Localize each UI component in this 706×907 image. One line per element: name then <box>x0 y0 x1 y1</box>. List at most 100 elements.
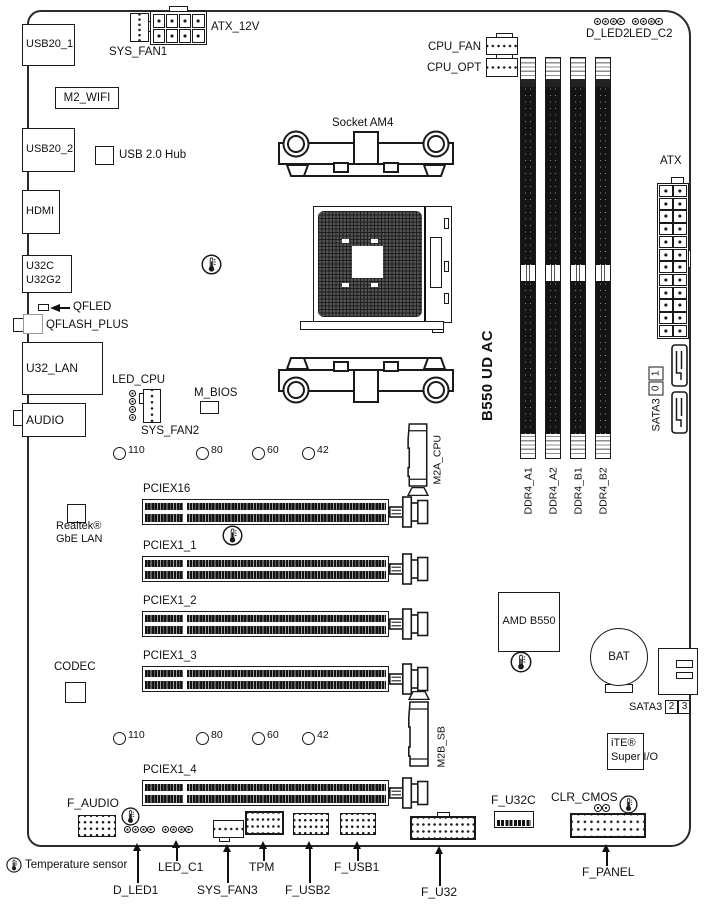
cpu-opt-label: CPU_OPT <box>427 62 482 74</box>
sata-port <box>676 660 693 668</box>
pin <box>673 248 687 261</box>
f-usb2-arrow <box>305 840 313 883</box>
pin <box>659 248 673 261</box>
m2-standoff-hole-60 <box>252 732 265 745</box>
pin-hole <box>185 826 193 834</box>
standoff-label-42: 42 <box>317 444 329 456</box>
m2b-sb-connector <box>408 701 430 767</box>
pin <box>165 28 178 43</box>
m2-standoff-hole-60 <box>252 447 265 460</box>
m2-standoff-hole-42 <box>302 732 315 745</box>
sata3-port-2-label: 2 <box>665 700 678 714</box>
led-c1-arrow <box>172 839 180 861</box>
m2-standoff-mount <box>408 691 430 700</box>
sata-port <box>671 344 688 387</box>
pin-hole <box>129 413 137 422</box>
audio-label: AUDIO <box>26 412 65 427</box>
standoff-label-80: 80 <box>211 444 223 456</box>
dimm-slot-ddr4-b1 <box>570 57 586 459</box>
f-u32c-label: F_U32C <box>491 793 536 807</box>
pin-hole <box>124 826 132 834</box>
sata3-side-label: SATA3 <box>650 398 662 432</box>
pin-hole <box>594 804 602 812</box>
socket-lever <box>430 237 442 288</box>
u32-lan-port: U32_LAN <box>22 342 103 395</box>
led-c2-label: LED_C2 <box>629 28 673 40</box>
temperature-sensor-icon <box>222 525 243 546</box>
lan-brand-label: Realtek® <box>56 520 102 532</box>
tpm-arrow <box>259 840 267 861</box>
lan-chip <box>67 504 86 523</box>
pin <box>673 223 687 236</box>
socket-lever-divider <box>424 207 426 321</box>
pin-hole <box>177 826 185 834</box>
pin-hole <box>129 405 137 414</box>
sys-fan3-arrow <box>223 843 231 883</box>
qfled-arrow-line <box>59 307 70 309</box>
pin-hole <box>147 826 155 834</box>
pin <box>659 261 673 274</box>
led-c2-header <box>632 18 663 26</box>
usb-hub-label: USB 2.0 Hub <box>119 149 187 161</box>
usb-hub-chip <box>95 146 114 165</box>
pin <box>152 28 165 43</box>
sata3-port-1-label: 1 <box>648 366 664 381</box>
m-bios-label: M_BIOS <box>194 387 238 399</box>
sys-fan1-label: SYS_FAN1 <box>109 46 168 58</box>
m2-standoff-hole-42 <box>302 447 315 460</box>
f-audio-header <box>78 815 116 837</box>
tpm-label: TPM <box>249 860 275 874</box>
board-model-label: B550 UD AC <box>478 330 496 421</box>
pin <box>673 197 687 210</box>
pin <box>673 299 687 312</box>
temperature-sensor-icon <box>121 807 140 826</box>
socket-am4-label: Socket AM4 <box>332 117 394 129</box>
atx-12v-label: ATX_12V <box>211 21 260 33</box>
pin <box>673 235 687 248</box>
f-panel-arrow <box>602 843 610 866</box>
qflash-plus-label: QFLASH_PLUS <box>46 319 129 331</box>
pciex1-1-slot <box>142 556 389 582</box>
sys-fan2-label: SYS_FAN2 <box>141 425 200 437</box>
socket-clip <box>444 293 449 304</box>
pin-hole <box>129 390 137 398</box>
atx-label: ATX <box>660 155 682 167</box>
cpu-opt-header <box>486 58 518 77</box>
hdmi-port: HDMI <box>22 190 60 234</box>
socket-mark <box>342 283 349 287</box>
battery-label: BAT <box>608 651 630 663</box>
pciex1-3-slot <box>142 666 389 692</box>
sys-fan3-label: SYS_FAN3 <box>197 883 258 897</box>
usb20-1-label: USB20_1 <box>26 38 74 51</box>
pin <box>659 286 673 299</box>
pin <box>659 312 673 325</box>
standoff-label-60: 60 <box>267 444 279 456</box>
atx-12v-connector <box>150 11 207 45</box>
pin <box>673 210 687 223</box>
dimm-label-a2: DDR4_A2 <box>547 467 559 515</box>
temperature-sensor-icon <box>6 857 22 873</box>
pin <box>673 312 687 325</box>
pin <box>152 13 165 28</box>
sata-port <box>676 672 693 679</box>
led-cpu-header <box>129 390 137 422</box>
audio-port: AUDIO <box>22 403 86 437</box>
dimm-label-a1: DDR4_A1 <box>522 467 534 515</box>
clr-cmos-jumper <box>594 804 610 812</box>
pin <box>673 261 687 274</box>
pcie-latch <box>389 608 429 640</box>
m-bios-chip <box>200 401 219 414</box>
pin <box>673 185 687 198</box>
pin-hole <box>647 18 655 26</box>
pin-hole <box>632 18 640 26</box>
pin <box>673 324 687 337</box>
pin-hole <box>602 804 610 812</box>
dimm-slot-ddr4-b2 <box>595 57 611 459</box>
sata3-port-0-label: 0 <box>648 381 664 396</box>
sys-fan3-header <box>213 820 244 838</box>
pin-hole <box>594 18 602 26</box>
chipset: AMD B550 <box>498 592 560 652</box>
pin <box>659 235 673 248</box>
